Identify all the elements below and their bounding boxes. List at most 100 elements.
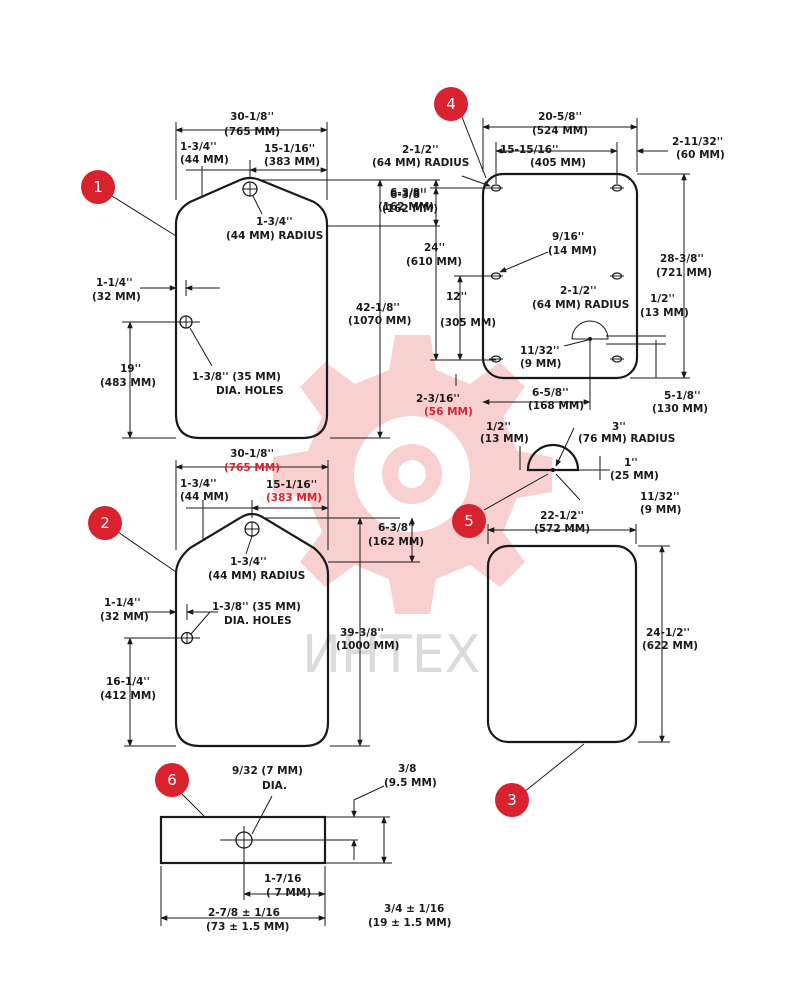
sign-6-inner-mm: ( 7 MM) bbox=[266, 887, 311, 899]
sign-1-edge-mm: (32 MM) bbox=[92, 291, 141, 303]
sign-4-notch-mm: (64 MM) RADIUS bbox=[532, 299, 629, 311]
sign-4-height-in: 28-3/8'' bbox=[660, 253, 704, 265]
detail-5: 1/2'' (13 MM) 3'' (76 MM) RADIUS 1'' (25… bbox=[480, 421, 681, 516]
sign-2-width-mm: (765 MM) bbox=[224, 462, 280, 474]
sign-1-width-in: 30-1/8'' bbox=[230, 111, 274, 123]
sign-2-half-mm: (383 MM) bbox=[266, 492, 322, 504]
sign-4-side-in: 5-1/8'' bbox=[664, 390, 701, 402]
watermark-gear-icon bbox=[273, 335, 552, 614]
detail-5-small-mm: (9 MM) bbox=[640, 504, 681, 516]
badge-3-label: 3 bbox=[507, 791, 517, 809]
badge-3: 3 bbox=[495, 783, 529, 817]
sign-4-small-in: 11/32'' bbox=[520, 345, 560, 357]
sign-6-inner-in: 1-7/16 bbox=[264, 873, 301, 885]
sign-4-notch-h-in: 1/2'' bbox=[650, 293, 675, 305]
sign-4-notch-in: 2-1/2'' bbox=[560, 285, 597, 297]
sign-4-lower-mm: (305 MM) bbox=[440, 317, 496, 329]
sign-4-side-mm: (130 MM) bbox=[652, 403, 708, 415]
sign-4-width-in: 20-5/8'' bbox=[538, 111, 582, 123]
sign-1-edge-in: 1-1/4'' bbox=[96, 277, 133, 289]
sign-6-width-mm: (73 ± 1.5 MM) bbox=[206, 921, 289, 933]
sign-1-outline bbox=[174, 176, 329, 440]
sign-2-holes-size: 1-3/8'' (35 MM) bbox=[212, 601, 301, 613]
sign-1-offset-mm: (44 MM) bbox=[180, 154, 229, 166]
watermark-text: ИНТЕХ bbox=[302, 625, 480, 685]
sign-3: 22-1/2'' (572 MM) 24-1/2'' (622 MM) bbox=[486, 510, 698, 793]
sign-2-radius-in: 1-3/4'' bbox=[230, 556, 267, 568]
sign-3-height-mm: (622 MM) bbox=[642, 640, 698, 652]
detail-5-radius-in: 3'' bbox=[612, 421, 626, 433]
badge-5-label: 5 bbox=[464, 512, 474, 530]
detail-5-radius-mm: (76 MM) RADIUS bbox=[578, 433, 675, 445]
sign-2-edge-mm: (32 MM) bbox=[100, 611, 149, 623]
sign-2-hole-mm: (412 MM) bbox=[100, 690, 156, 702]
sign-1: 30-1/8'' (765 MM) 1-3/4'' (44 MM) 15-1/1… bbox=[92, 111, 440, 440]
sign-4-right-in: 2-11/32'' bbox=[672, 136, 723, 148]
sign-4-small-mm: (9 MM) bbox=[520, 358, 561, 370]
badge-6-label: 6 bbox=[167, 771, 177, 789]
sign-1-height-in: 42-1/8'' bbox=[356, 302, 400, 314]
detail-5-small-in: 11/32'' bbox=[640, 491, 680, 503]
sign-2-holes-label: DIA. HOLES bbox=[224, 615, 292, 627]
sign-1-offset-in: 1-3/4'' bbox=[180, 141, 217, 153]
sign-4-center-in: 6-5/8'' bbox=[532, 387, 569, 399]
detail-5-depth-mm: (25 MM) bbox=[610, 470, 659, 482]
sign-2-height-in: 39-3/8'' bbox=[340, 627, 384, 639]
sign-6-offset-mm: (9.5 MM) bbox=[384, 777, 437, 789]
sign-2-offset-in: 1-3/4'' bbox=[180, 478, 217, 490]
sign-4-inner-mm: (405 MM) bbox=[530, 157, 586, 169]
badge-1: 1 bbox=[81, 170, 115, 204]
sign-1-width-mm: (765 MM) bbox=[224, 126, 280, 138]
sign-1-radius-mm: (44 MM) RADIUS bbox=[226, 230, 323, 242]
badge-6: 6 bbox=[155, 763, 189, 797]
sign-6-height-mm: (19 ± 1.5 MM) bbox=[368, 917, 451, 929]
sign-1-radius-in: 1-3/4'' bbox=[256, 216, 293, 228]
sign-1-height-mm: (1070 MM) bbox=[348, 315, 411, 327]
sign-1-half-mm: (383 MM) bbox=[264, 156, 320, 168]
detail-5-notch bbox=[526, 443, 580, 472]
sign-6-width-in: 2-7/8 ± 1/16 bbox=[208, 907, 280, 919]
badge-2-label: 2 bbox=[100, 514, 110, 532]
watermark: ИНТЕХ bbox=[273, 335, 552, 685]
badge-4-label: 4 bbox=[446, 95, 456, 113]
detail-5-h-in: 1/2'' bbox=[486, 421, 511, 433]
sign-4-width-mm: (524 MM) bbox=[532, 125, 588, 137]
badge-2: 2 bbox=[88, 506, 122, 540]
sign-1-holes-label: DIA. HOLES bbox=[216, 385, 284, 397]
sign-4-height-mm: (721 MM) bbox=[656, 267, 712, 279]
sign-6-hole-label: DIA. bbox=[262, 780, 287, 792]
sign-1-top-in: 6-3/8'' bbox=[390, 187, 427, 199]
sign-2-height-mm: (1000 MM) bbox=[336, 640, 399, 652]
sign-2-top-in: 6-3/8'' bbox=[378, 522, 415, 534]
sign-4-bottom-in: 2-3/16'' bbox=[416, 393, 460, 405]
sign-4-corner-in: 2-1/2'' bbox=[402, 144, 439, 156]
sign-4-inner-in: 15-15/16'' bbox=[500, 144, 558, 156]
sign-4-center-mm: (168 MM) bbox=[528, 400, 584, 412]
badge-1-label: 1 bbox=[93, 178, 103, 196]
sign-2-edge-in: 1-1/4'' bbox=[104, 597, 141, 609]
sign-2-outline bbox=[174, 512, 330, 748]
sign-1-half-in: 15-1/16'' bbox=[264, 143, 315, 155]
sign-4-slot-in: 9/16'' bbox=[552, 231, 584, 243]
sign-3-outline bbox=[486, 544, 638, 744]
sign-4-slot-mm: (14 MM) bbox=[548, 245, 597, 257]
sign-2-width-in: 30-1/8'' bbox=[230, 448, 274, 460]
badge-4: 4 bbox=[434, 87, 468, 121]
sign-4-bottom-mm: (56 MM) bbox=[424, 406, 473, 418]
sign-3-height-in: 24-1/2'' bbox=[646, 627, 690, 639]
sign-6-height-in: 3/4 ± 1/16 bbox=[384, 903, 444, 915]
sign-6-hole-in: 9/32 (7 MM) bbox=[232, 765, 303, 777]
sign-2-radius-mm: (44 MM) RADIUS bbox=[208, 570, 305, 582]
sign-6: 9/32 (7 MM) DIA. 3/8 (9.5 MM) 1-7/16 ( 7… bbox=[159, 763, 451, 933]
sign-4-top-in: 6-3/8'' bbox=[390, 189, 427, 201]
sign-1-top-mm: (162 MM) bbox=[378, 201, 434, 213]
sign-4-span-in: 24'' bbox=[424, 242, 445, 254]
sign-2-hole-in: 16-1/4'' bbox=[106, 676, 150, 688]
detail-5-h-mm: (13 MM) bbox=[480, 433, 529, 445]
badge-5: 5 bbox=[452, 504, 486, 538]
sign-4-top-mm: (162 MM) bbox=[382, 203, 438, 215]
sign-2-half-in: 15-1/16'' bbox=[266, 479, 317, 491]
sign-2-top-mm: (162 MM) bbox=[368, 536, 424, 548]
sign-1-hole-mm: (483 MM) bbox=[100, 377, 156, 389]
sign-4-right-mm: (60 MM) bbox=[676, 149, 725, 161]
